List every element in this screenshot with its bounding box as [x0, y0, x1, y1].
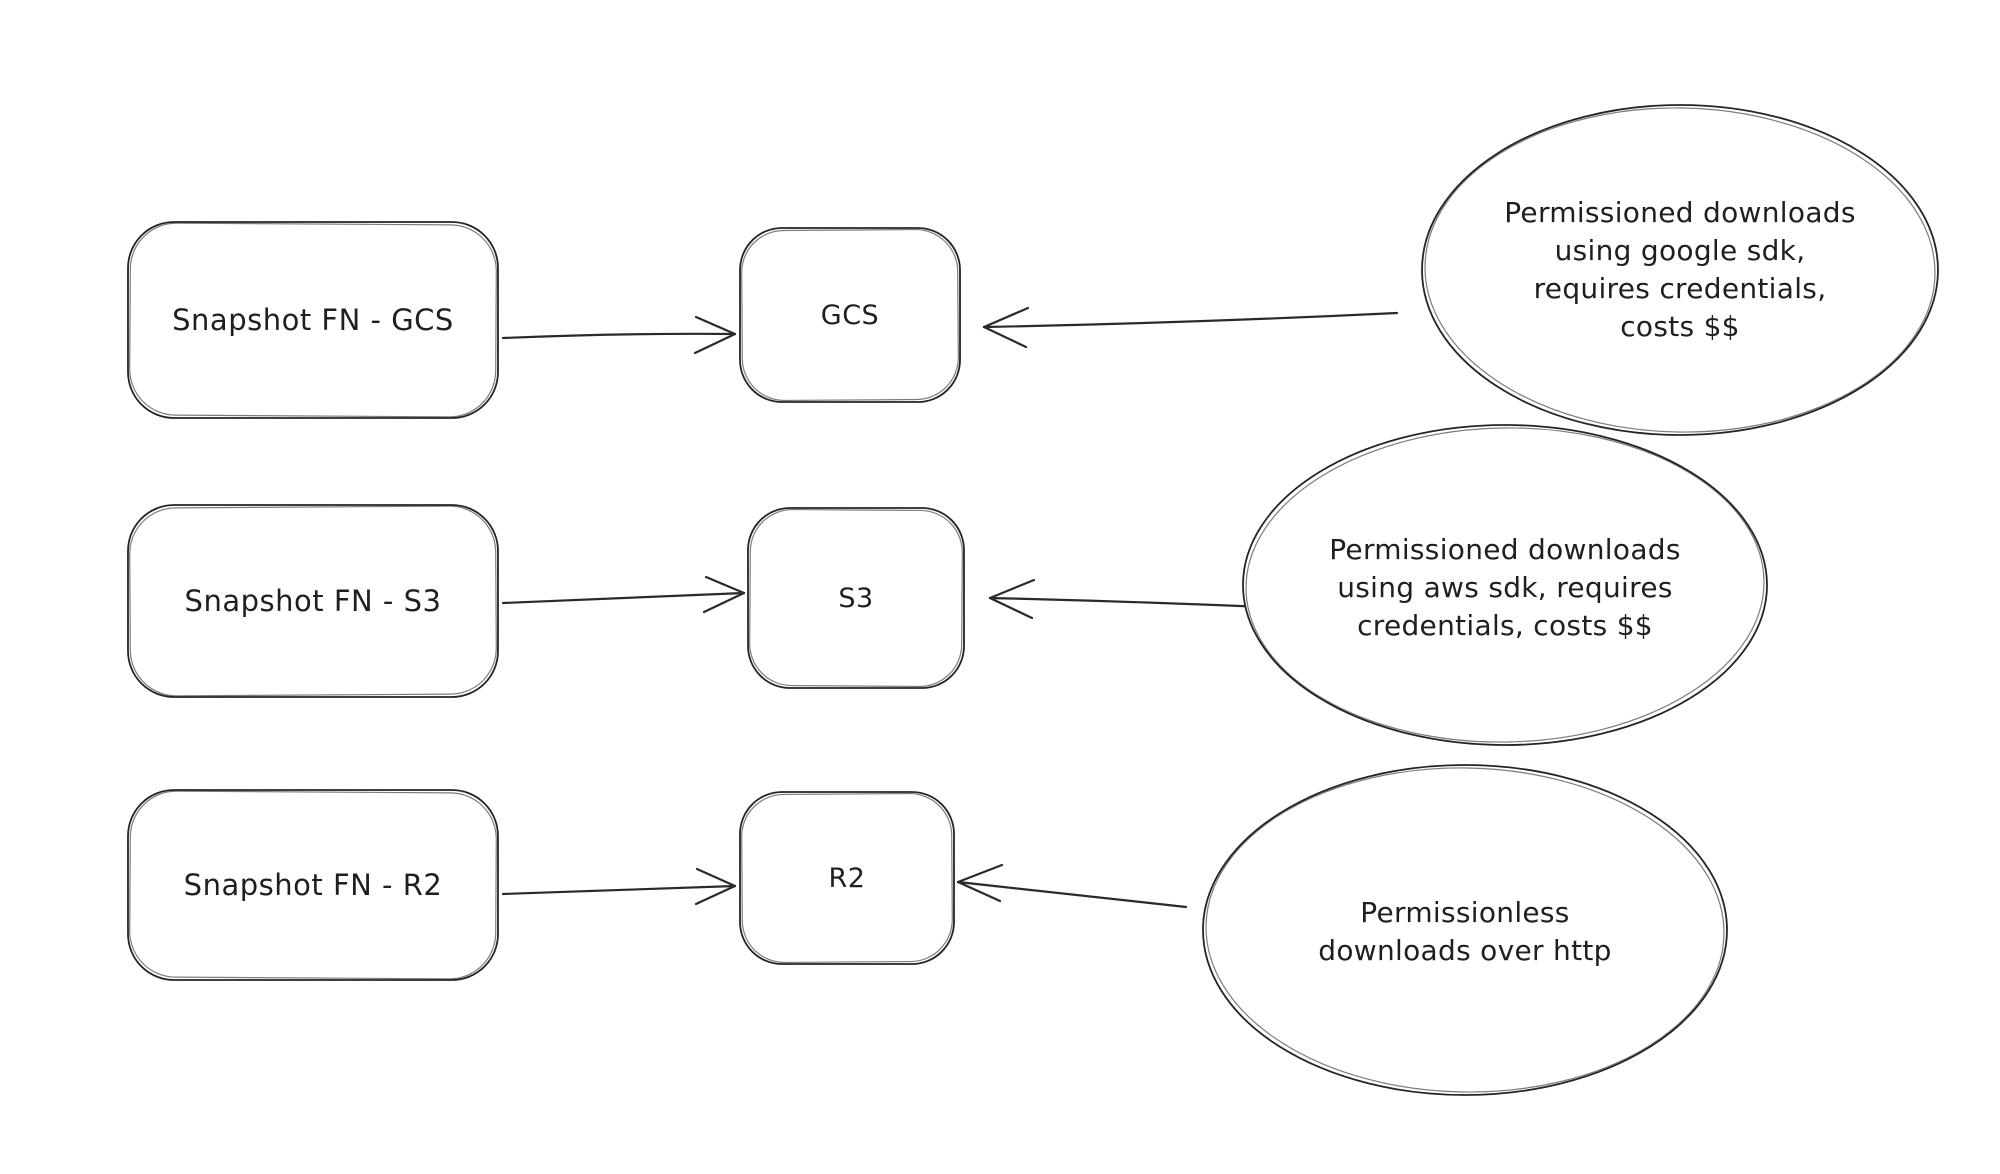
arrow-snapshot-s3-to-s3: [501, 575, 746, 614]
note-line: Permissioned downloads: [1504, 196, 1856, 229]
snapshot-fn-s3-label: Snapshot FN - S3: [184, 584, 442, 618]
note-line: using google sdk,: [1554, 234, 1806, 267]
note-line: using aws sdk, requires: [1337, 571, 1673, 604]
arrow-snapshot-gcs-to-gcs: [501, 315, 737, 355]
s3-label: S3: [838, 582, 874, 614]
arrow-snapshot-r2-to-r2: [501, 867, 737, 906]
note-line: downloads over http: [1318, 934, 1612, 967]
arrow-r2-note-to-r2: [956, 863, 1188, 909]
snapshot-fn-gcs-box: [127, 221, 499, 419]
gcs-box: [739, 227, 961, 403]
note-line: requires credentials,: [1533, 272, 1827, 305]
r2-note-ellipse: [1202, 764, 1728, 1096]
gcs-note-text: Permissioned downloads using google sdk,…: [1460, 178, 1900, 362]
note-line: Permissioned downloads: [1329, 533, 1681, 566]
s3-note-text: Permissioned downloads using aws sdk, re…: [1285, 528, 1725, 648]
note-line: credentials, costs $$: [1357, 609, 1653, 642]
note-line: Permissionless: [1360, 896, 1570, 929]
snapshot-fn-r2-label: Snapshot FN - R2: [183, 868, 443, 902]
note-line: costs $$: [1620, 310, 1740, 343]
r2-note-text: Permissionless downloads over http: [1245, 890, 1685, 974]
gcs-label: GCS: [820, 299, 880, 331]
s3-box: [747, 507, 965, 689]
snapshot-fn-s3-box: [127, 504, 499, 698]
snapshot-fn-gcs-label: Snapshot FN - GCS: [172, 303, 454, 337]
gcs-note-ellipse: [1421, 104, 1939, 436]
s3-note-ellipse: [1242, 424, 1768, 746]
arrow-gcs-note-to-gcs: [982, 306, 1399, 349]
r2-label: R2: [828, 862, 866, 894]
snapshot-fn-r2-box: [127, 789, 499, 981]
r2-box: [739, 791, 955, 965]
